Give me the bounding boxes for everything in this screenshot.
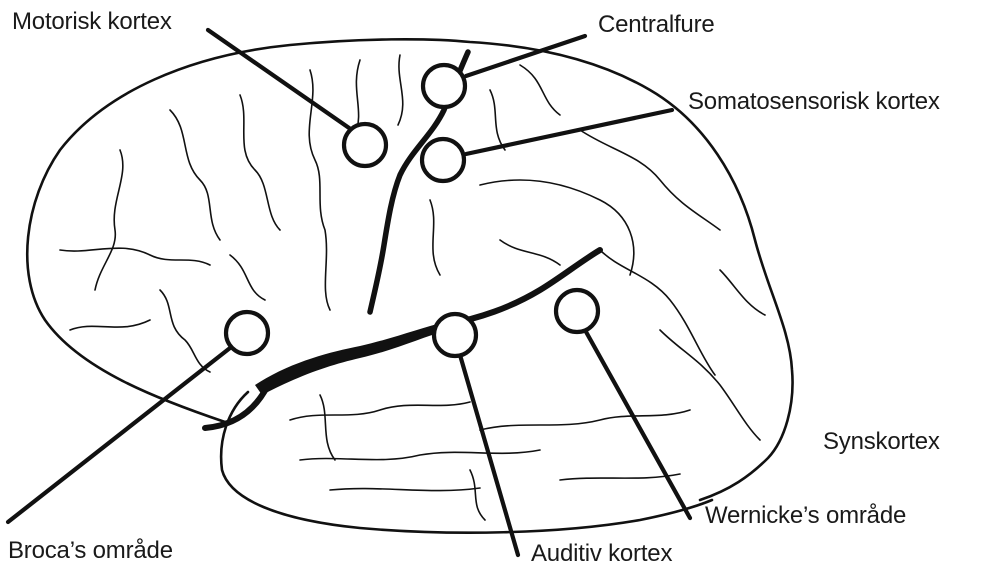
lateral-fissure-fill	[255, 322, 448, 395]
label-auditory-cortex: Auditiv kortex	[531, 542, 672, 566]
temporal-lobe-outline	[221, 392, 712, 533]
leader-broca	[8, 348, 230, 522]
label-central-sulcus: Centralfure	[598, 13, 715, 37]
label-wernicke-area: Wernicke’s område	[705, 504, 906, 528]
marker-auditiv	[434, 314, 476, 356]
marker-broca	[226, 312, 268, 354]
marker-motor	[344, 124, 386, 166]
brain-outline	[27, 39, 792, 500]
sulci-details	[60, 55, 765, 520]
leader-wernicke	[585, 330, 690, 518]
label-motor-cortex: Motorisk kortex	[12, 10, 172, 34]
marker-central	[423, 65, 465, 107]
leader-auditiv	[460, 355, 518, 555]
marker-somato	[422, 139, 464, 181]
marker-wernicke	[556, 290, 598, 332]
label-visual-cortex: Synskortex	[823, 430, 940, 454]
label-somatosensory-cortex: Somatosensorisk kortex	[688, 90, 940, 114]
label-broca-area: Broca’s område	[8, 539, 173, 563]
